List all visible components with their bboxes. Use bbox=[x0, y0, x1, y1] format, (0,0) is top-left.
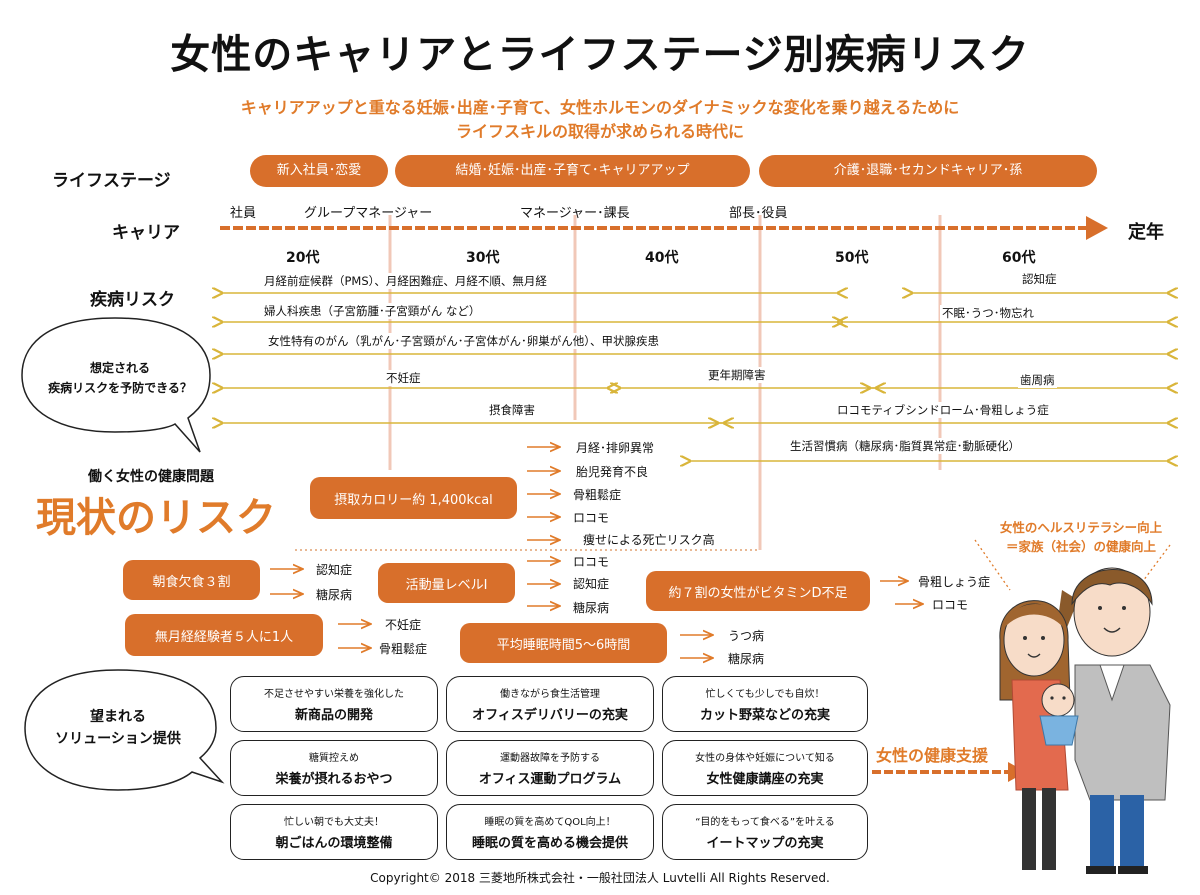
bubble-bottom-line-1: 望まれる bbox=[90, 709, 146, 725]
issue-sleep: 平均睡眠時間5〜6時間 bbox=[460, 623, 667, 663]
career-step-manager: マネージャー･課長 bbox=[520, 206, 630, 221]
career-arrow bbox=[220, 216, 1108, 240]
solution-sub: 運動器故障を予防する bbox=[500, 753, 600, 764]
health-literacy-line-1: 女性のヘルスリテラシー向上 bbox=[999, 520, 1163, 535]
issue-amenorrhea: 無月経経験者５人に1人 bbox=[125, 614, 323, 656]
solution-sub: 女性の身体や妊娠について知る bbox=[695, 753, 835, 764]
solution-sub: 忙しくても少しでも自炊！ bbox=[705, 689, 825, 700]
solution-card: 運動器故障を予防する オフィス運動プログラム bbox=[446, 740, 654, 796]
solution-sub: “目的をもって食べる”を叶える bbox=[695, 817, 835, 828]
solution-main: 栄養が摂れるおやつ bbox=[275, 772, 393, 787]
solution-main: オフィスデリバリーの充実 bbox=[472, 708, 628, 723]
bubble-top-line-1: 想定される bbox=[89, 361, 150, 375]
risk-label: 摂食障害 bbox=[487, 402, 537, 418]
risk-label: 認知症 bbox=[1020, 271, 1059, 287]
solution-main: 朝ごはんの環境整備 bbox=[275, 836, 393, 851]
health-support-label: 女性の健康支援 bbox=[876, 746, 989, 765]
career-step-group-manager: グループマネージャー bbox=[304, 206, 433, 221]
bubble-bottom: 望まれる ソリューション提供 bbox=[28, 706, 208, 750]
disease-risk-label: 疾病リスク bbox=[90, 290, 175, 310]
vitamin-effect: 骨粗しょう症 bbox=[918, 575, 991, 589]
calorie-effect: 骨粗鬆症 bbox=[573, 488, 622, 502]
solution-main: 女性健康講座の充実 bbox=[706, 772, 824, 787]
subtitle-line-2: ライフスキルの取得が求められる時代に bbox=[455, 122, 744, 141]
risk-arrows bbox=[222, 293, 1168, 461]
calorie-effect: ロコモ bbox=[573, 511, 610, 525]
risk-label: 歯周病 bbox=[1018, 372, 1057, 388]
solution-card: 忙しくても少しでも自炊！ カット野菜などの充実 bbox=[662, 676, 868, 732]
life-stage-care: 介護･退職･セカンドキャリア･孫 bbox=[759, 155, 1097, 187]
solution-card: 忙しい朝でも大丈夫！ 朝ごはんの環境整備 bbox=[230, 804, 438, 860]
life-stage-label: ライフステージ bbox=[52, 171, 171, 191]
calorie-effect: 胎児発育不良 bbox=[576, 465, 649, 479]
activity-effect: 糖尿病 bbox=[573, 601, 610, 615]
risk-label: 月経前症候群（PMS）、月経困難症、月経不順、無月経 bbox=[262, 273, 549, 289]
bubble-bottom-line-2: ソリューション提供 bbox=[55, 731, 181, 747]
solution-main: 睡眠の質を高める機会提供 bbox=[471, 836, 628, 851]
solution-sub: 不足させやすい栄養を強化した bbox=[264, 689, 404, 700]
issue-breakfast: 朝食欠食３割 bbox=[123, 560, 260, 600]
breakfast-effect: 糖尿病 bbox=[316, 588, 353, 602]
page-title: 女性のキャリアとライフステージ別疾病リスク bbox=[170, 32, 1030, 78]
solution-card: 働きながら食生活管理 オフィスデリバリーの充実 bbox=[446, 676, 654, 732]
sleep-effect: 糖尿病 bbox=[728, 652, 765, 666]
activity-effect: ロコモ bbox=[573, 555, 610, 569]
solution-main: 新商品の開発 bbox=[294, 708, 373, 723]
decade-50s: 50代 bbox=[835, 250, 869, 266]
decade-30s: 30代 bbox=[466, 250, 500, 266]
couple-illustration bbox=[999, 567, 1171, 874]
decade-40s: 40代 bbox=[645, 250, 679, 266]
risk-label: 婦人科疾患（子宮筋腫･子宮頸がん など） bbox=[262, 303, 483, 319]
career-label: キャリア bbox=[112, 223, 180, 243]
solution-main: オフィス運動プログラム bbox=[478, 772, 622, 787]
retirement-label: 定年 bbox=[1128, 222, 1164, 243]
risk-label: 生活習慣病（糖尿病･脂質異常症･動脈硬化） bbox=[788, 438, 1022, 454]
solution-main: カット野菜などの充実 bbox=[699, 708, 830, 723]
career-step-director: 部長･役員 bbox=[729, 206, 788, 221]
solution-card: 不足させやすい栄養を強化した 新商品の開発 bbox=[230, 676, 438, 732]
calorie-effect: 月経･排卵異常 bbox=[576, 441, 655, 455]
literacy-lines bbox=[974, 539, 1171, 591]
amenorrhea-effect: 骨粗鬆症 bbox=[379, 642, 428, 656]
issue-vitamin-d: 約７割の女性がビタミンD不足 bbox=[646, 571, 870, 611]
vitamin-effect: ロコモ bbox=[932, 598, 969, 612]
sleep-effect: うつ病 bbox=[728, 629, 765, 643]
life-stage-marriage: 結婚･妊娠･出産･子育て･キャリアアップ bbox=[395, 155, 750, 187]
solution-sub: 忙しい朝でも大丈夫！ bbox=[284, 817, 384, 828]
issue-calorie: 摂取カロリー約 1,400kcal bbox=[310, 477, 517, 519]
current-risk-heading: 現状のリスク bbox=[36, 495, 276, 541]
solution-sub: 糖質控えめ bbox=[309, 753, 359, 764]
health-literacy-note: 女性のヘルスリテラシー向上 ＝家族（社会）の健康向上 bbox=[985, 518, 1177, 556]
risk-label: 不妊症 bbox=[384, 370, 423, 386]
risk-label: 更年期障害 bbox=[706, 367, 768, 383]
life-stage-newhire: 新入社員･恋愛 bbox=[250, 155, 388, 187]
solution-card: “目的をもって食べる”を叶える イートマップの充実 bbox=[662, 804, 868, 860]
solution-sub: 睡眠の質を高めてQOL向上！ bbox=[484, 817, 616, 828]
breakfast-effect: 認知症 bbox=[316, 563, 353, 577]
decade-20s: 20代 bbox=[286, 250, 320, 266]
activity-effect: 認知症 bbox=[573, 577, 610, 591]
health-literacy-line-2: ＝家族（社会）の健康向上 bbox=[1005, 539, 1156, 554]
issue-activity: 活動量レベルⅠ bbox=[378, 563, 515, 603]
bubble-top: 想定される 疾病リスクを予防できる？ bbox=[30, 358, 210, 398]
copyright: Copyright© 2018 三菱地所株式会社・一般社団法人 Luvtelli… bbox=[370, 871, 830, 885]
decade-60s: 60代 bbox=[1002, 250, 1036, 266]
bubble-top-line-2: 疾病リスクを予防できる？ bbox=[48, 381, 192, 395]
solution-card: 女性の身体や妊娠について知る 女性健康講座の充実 bbox=[662, 740, 868, 796]
solution-card: 糖質控えめ 栄養が摂れるおやつ bbox=[230, 740, 438, 796]
solution-main: イートマップの充実 bbox=[706, 836, 824, 851]
risk-label: 不眠･うつ･物忘れ bbox=[940, 305, 1036, 321]
solution-card: 睡眠の質を高めてQOL向上！ 睡眠の質を高める機会提供 bbox=[446, 804, 654, 860]
subtitle-line-1: キャリアアップと重なる妊娠･出産･子育て、女性ホルモンのダイナミックな変化を乗り… bbox=[240, 98, 960, 117]
work-issue-heading: 働く女性の健康問題 bbox=[88, 469, 214, 485]
solution-sub: 働きながら食生活管理 bbox=[500, 689, 600, 700]
effect-arrows bbox=[270, 447, 923, 658]
calorie-effect: 痩せによる死亡リスク高 bbox=[583, 533, 715, 547]
amenorrhea-effect: 不妊症 bbox=[385, 618, 422, 632]
career-step-staff: 社員 bbox=[230, 206, 257, 221]
risk-label: 女性特有のがん（乳がん･子宮頸がん･子宮体がん･卵巣がん他）、甲状腺疾患 bbox=[266, 333, 661, 349]
risk-label: ロコモティブシンドローム･骨粗しょう症 bbox=[835, 402, 1051, 418]
bubble-shapes bbox=[21, 317, 225, 791]
